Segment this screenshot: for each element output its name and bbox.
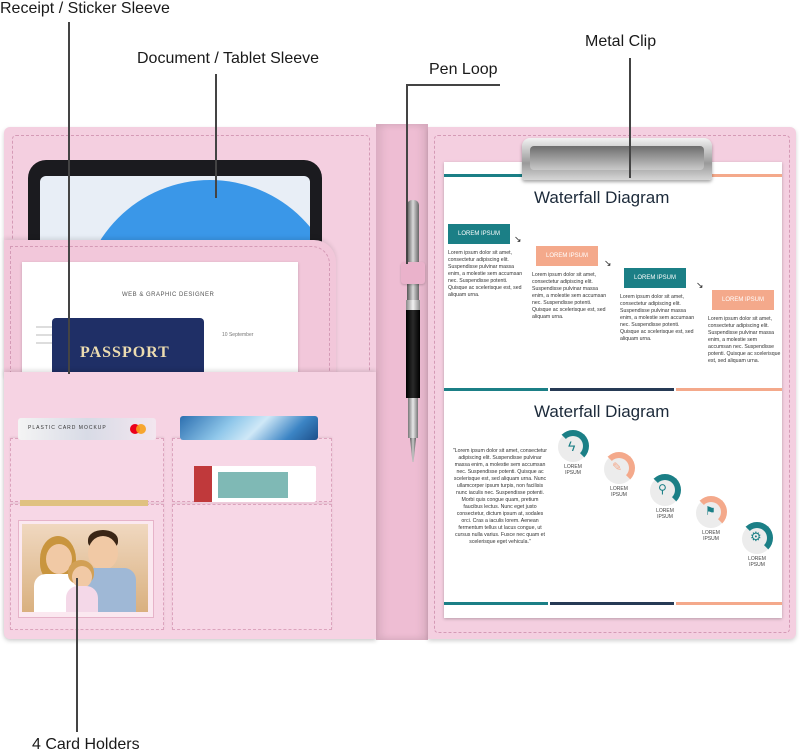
- top-diagram-title: Waterfall Diagram: [534, 188, 670, 207]
- metal-clip-lever: [530, 146, 704, 170]
- plastic-card: PLASTIC CARD MOCKUP: [18, 418, 156, 440]
- leader-card-holders: [76, 578, 78, 732]
- pen-grip: [408, 398, 418, 438]
- clipboard-sheet: Waterfall Diagram LOREM IPSUM ↘ Lorem ip…: [444, 162, 782, 618]
- icon-1-label: LOREM IPSUM: [564, 464, 582, 476]
- arrow-down-right-icon: ↘: [514, 234, 522, 244]
- blue-card: [180, 416, 318, 440]
- step-4-tag: LOREM IPSUM: [712, 290, 774, 310]
- step-3-text: Lorem ipsum dolor sit amet, consectetur …: [620, 294, 695, 342]
- pen-cap: [407, 200, 419, 308]
- leader-pen-loop-vertical: [406, 84, 408, 264]
- business-card: [194, 466, 316, 502]
- callout-document-sleeve: Document / Tablet Sleeve: [137, 50, 320, 67]
- folio-spine: [376, 124, 428, 640]
- plastic-card-text: PLASTIC CARD MOCKUP: [28, 425, 107, 431]
- step-2-text: Lorem ipsum dolor sit amet, consectetur …: [532, 272, 607, 320]
- pen-band: [406, 300, 420, 310]
- callout-metal-clip: Metal Clip: [585, 33, 657, 50]
- step-4-text: Lorem ipsum dolor sit amet, consectetur …: [708, 316, 781, 364]
- pen-loop[interactable]: [401, 262, 425, 284]
- icon-5-label: LOREM IPSUM: [748, 556, 766, 568]
- leader-metal-clip: [629, 58, 631, 178]
- icon-4-label: LOREM IPSUM: [702, 530, 720, 542]
- bottom-diagram-title: Waterfall Diagram: [534, 402, 670, 421]
- pen-tip: [410, 438, 416, 462]
- arrow-down-right-icon: ↘: [696, 280, 704, 290]
- icon-2-label: LOREM IPSUM: [610, 486, 628, 498]
- callout-card-holders: 4 Card Holders: [32, 736, 140, 753]
- resume-title: WEB & GRAPHIC DESIGNER: [122, 292, 215, 298]
- leader-receipt-sleeve: [68, 22, 70, 374]
- resume-date: 10 September: [222, 332, 254, 338]
- leader-pen-loop-horizontal: [406, 84, 500, 86]
- passport-label: PASSPORT: [80, 344, 170, 361]
- leader-document-sleeve: [215, 74, 217, 198]
- pen-body: [406, 310, 420, 398]
- gold-card-edge: [20, 500, 148, 506]
- callout-pen-loop: Pen Loop: [429, 61, 498, 78]
- icon-3-label: LOREM IPSUM: [656, 508, 674, 520]
- card-slot-4[interactable]: [172, 504, 332, 630]
- passport: PASSPORT: [52, 318, 204, 380]
- callout-receipt-sleeve: Receipt / Sticker Sleeve: [0, 0, 170, 17]
- card-slot-1[interactable]: [10, 438, 164, 502]
- right-cover-stitching: [434, 135, 790, 633]
- bottom-paragraph: "Lorem ipsum dolor sit amet, consectetur…: [452, 448, 548, 545]
- step-2-tag: LOREM IPSUM: [536, 246, 598, 266]
- step-1-text: Lorem ipsum dolor sit amet, consectetur …: [448, 250, 523, 298]
- step-1-tag: LOREM IPSUM: [448, 224, 510, 244]
- arrow-down-right-icon: ↘: [604, 258, 612, 268]
- step-3-tag: LOREM IPSUM: [624, 268, 686, 288]
- family-photo: [22, 524, 148, 612]
